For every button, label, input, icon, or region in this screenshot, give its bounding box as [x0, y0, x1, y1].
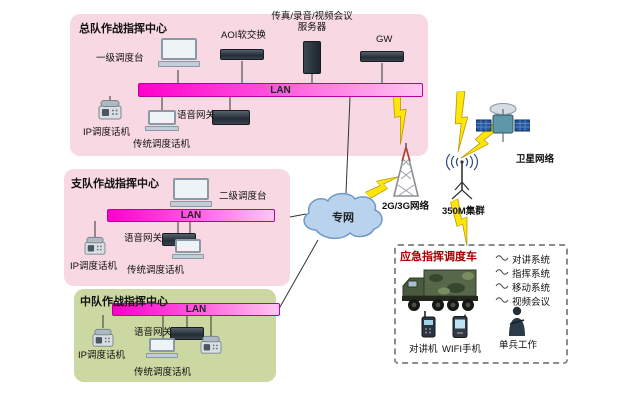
soldier-label: 单兵工作	[499, 340, 538, 351]
detachment-ip-phone-label: IP调度话机	[70, 261, 117, 272]
squadron-voice-gateway-label: 语音网关	[134, 327, 173, 338]
hq-server-label-line2: 服务器	[297, 21, 327, 33]
satellite-network-label: 卫星网络	[516, 154, 555, 165]
voice-gateway-device-icon	[170, 327, 204, 340]
softswitch-device-icon	[220, 49, 264, 60]
hq-softswitch-label: AOI软交换	[221, 30, 266, 41]
cloud-label: 专网	[332, 212, 354, 224]
vehicle-system-label: 视频会议	[512, 297, 551, 308]
squadron-ip-phone-label: IP调度话机	[78, 350, 125, 361]
vehicle-zone	[394, 244, 568, 364]
hq-gw-label: GW	[376, 34, 393, 45]
trunking-antenna-icon	[444, 152, 480, 200]
legacy-console-icon	[145, 110, 179, 131]
command-truck-icon	[400, 266, 480, 312]
hq-zone-title: 总队作战指挥中心	[79, 23, 167, 35]
legacy-console-icon	[146, 338, 178, 358]
cellular-network-label: 2G/3G网络	[382, 201, 429, 212]
vehicle-system-label: 指挥系统	[512, 269, 551, 280]
ip-phone-icon	[84, 236, 106, 256]
soldier-icon	[506, 306, 528, 336]
cellular-tower-icon	[390, 142, 422, 198]
ip-phone-icon	[92, 328, 114, 348]
dispatch-console-icon	[170, 178, 212, 207]
hq-console-label: 一级调度台	[96, 53, 144, 64]
hq-voice-gateway-label: 语音网关	[177, 110, 216, 121]
trunking-network-label: 350M集群	[442, 206, 485, 217]
squadron-zone-title: 中队作战指挥中心	[80, 296, 168, 308]
satellite-icon	[476, 100, 530, 150]
vehicle-system-label: 移动系统	[512, 283, 551, 294]
vehicle-system-label: 对讲系统	[512, 255, 551, 266]
hq-server-label-line1: 传真/录音/视频会议	[271, 11, 353, 22]
detachment-console-label: 二级调度台	[219, 191, 267, 202]
detachment-legacy-phone-label: 传统调度话机	[127, 265, 185, 276]
walkie-talkie-icon	[421, 310, 436, 338]
hq-lan-bar: LAN	[138, 83, 423, 97]
wifi-phone-label: WIFI手机	[442, 344, 482, 355]
wifi-phone-icon	[452, 314, 468, 338]
detachment-zone-title: 支队作战指挥中心	[71, 178, 159, 190]
detachment-lan-bar: LAN	[107, 209, 275, 222]
desk-phone-icon	[200, 335, 222, 355]
handheld-label: 对讲机	[409, 344, 438, 355]
legacy-console-icon	[172, 239, 204, 259]
server-tower-icon	[303, 41, 321, 74]
voice-gateway-device-icon	[212, 110, 250, 125]
squadron-legacy-phone-label: 传统调度话机	[134, 367, 192, 378]
ip-phone-icon	[98, 99, 122, 121]
hq-legacy-phone-label: 传统调度话机	[133, 139, 191, 150]
vehicle-zone-title: 应急指挥调度车	[400, 251, 477, 263]
dispatch-console-icon	[158, 38, 200, 67]
gateway-device-icon	[360, 51, 404, 62]
hq-server-label: 传真/录音/视频会议 服务器	[266, 11, 358, 34]
detachment-voice-gateway-label: 语音网关	[124, 233, 163, 244]
hq-ip-phone-label: IP调度话机	[83, 127, 130, 138]
